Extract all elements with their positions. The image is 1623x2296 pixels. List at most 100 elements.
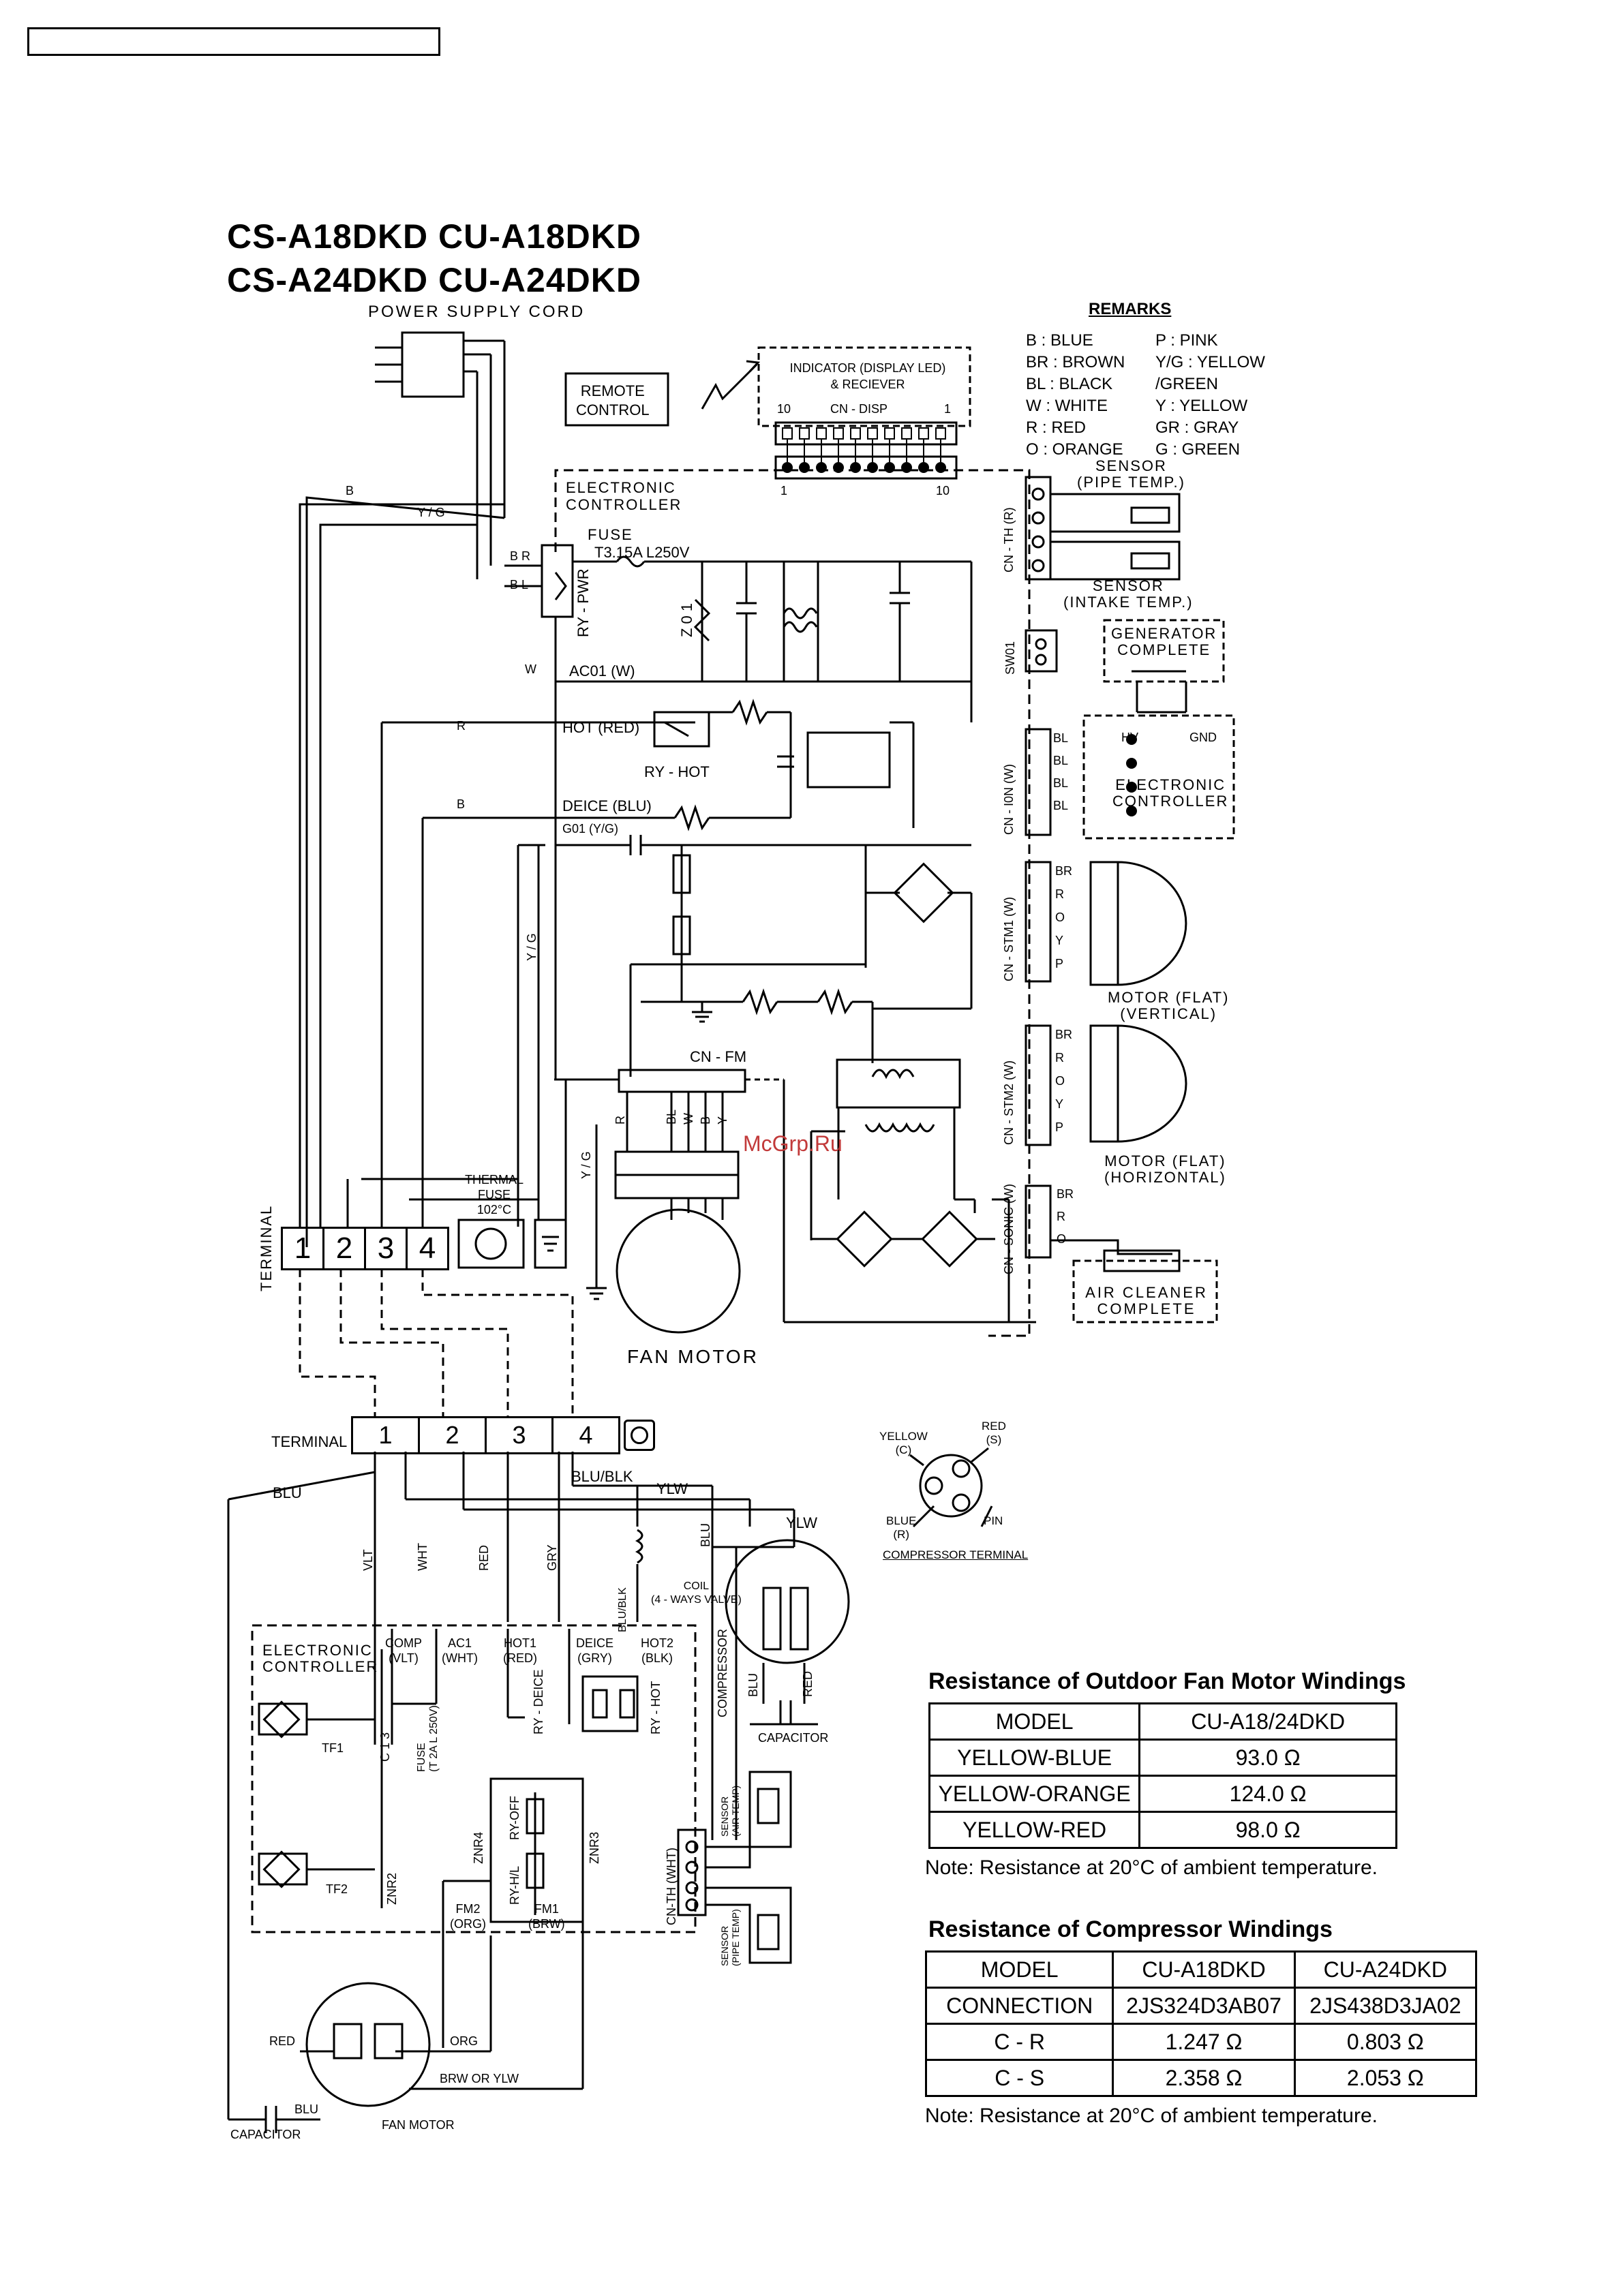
controller-line: CONTROLLER (566, 496, 682, 513)
tf2-label: TF2 (326, 1882, 348, 1896)
table-row: C - S 2.358 Ω 2.053 Ω (924, 2059, 1478, 2097)
outdoor-terminal-4: 4 (579, 1421, 593, 1449)
power-plug (401, 331, 465, 398)
sensor-pipe-line: (PIPE TEMP.) (1077, 474, 1185, 491)
remark-item: W : WHITE (1026, 397, 1108, 415)
fm1-line: (BRW) (528, 1917, 565, 1931)
deice-line: DEICE (576, 1636, 614, 1650)
outdoor-wire-blu: BLU (273, 1484, 302, 1501)
motor-horizontal-line: (HORIZONTAL) (1104, 1169, 1226, 1186)
compressor-wire-blu: BLU (746, 1672, 760, 1697)
table-cell: 124.0 Ω (1138, 1775, 1397, 1813)
remark-item: B : BLUE (1026, 331, 1093, 350)
compressor-wire-red: RED (801, 1670, 815, 1697)
cn-disp-pin-top (918, 427, 929, 440)
sonic-wire: O (1057, 1232, 1067, 1246)
fuse-label: FUSE (588, 526, 633, 543)
indicator-label: INDICATOR (DISPLAY LED) & RECIEVER (769, 360, 967, 393)
outdoor-terminal-label: TERMINAL (271, 1433, 348, 1450)
comp-line: (VLT) (389, 1651, 419, 1665)
z01-label: Z 0 1 (678, 602, 695, 637)
fm2-line: FM2 (455, 1902, 481, 1916)
table-cell: 2JS324D3AB07 (1112, 1987, 1296, 2025)
outdoor-wire-red: RED (477, 1544, 491, 1571)
outdoor-terminal-1: 1 (353, 1418, 420, 1452)
header-box (27, 27, 440, 56)
table-cell: YELLOW-RED (928, 1811, 1141, 1849)
table-row: YELLOW-RED 98.0 Ω (928, 1811, 1397, 1849)
outdoor-controller-label: ELECTRONIC CONTROLLER (262, 1642, 378, 1675)
outdoor-wire-ylw: YLW (656, 1480, 688, 1497)
table-cell: 93.0 Ω (1138, 1739, 1397, 1777)
compressor-capacitor-label: CAPACITOR (758, 1731, 829, 1745)
table-row: YELLOW-BLUE 93.0 Ω (928, 1739, 1397, 1777)
ry-deice-label: RY - DEICE (532, 1669, 545, 1734)
hot1-line: HOT1 (503, 1636, 536, 1650)
outdoor-terminal-2: 2 (420, 1418, 487, 1452)
ac1-line: (WHT) (442, 1651, 478, 1665)
remote-control-label: REMOTE CONTROL (576, 382, 650, 420)
remote-control-line: REMOTE (580, 382, 645, 399)
table-cell: CONNECTION (924, 1987, 1114, 2025)
g01-label: G01 (Y/G) (562, 822, 619, 836)
remark-item: Y/G : YELLOW (1155, 353, 1265, 371)
controller-outline (554, 469, 1031, 1337)
fan-resistance-table: MODEL CU-A18/24DKD YELLOW-BLUE 93.0 Ω YE… (928, 1702, 1397, 1849)
fan-table-note: Note: Resistance at 20°C of ambient temp… (925, 1856, 1378, 1879)
table-row: MODEL CU-A18/24DKD (928, 1702, 1397, 1741)
outdoor-fuse-line: (T 2A L 250V) (428, 1705, 440, 1772)
cn-disp-pin-bottom (850, 462, 861, 473)
compressor-label: COMPRESSOR (716, 1628, 729, 1717)
remark-item: P : PINK (1155, 331, 1218, 350)
table-cell: C - R (924, 2023, 1114, 2061)
remark-item: R : RED (1026, 418, 1087, 437)
cn-stm2-label: CN - STM2 (W) (1002, 1060, 1016, 1145)
deice-label: DEICE (BLU) (562, 797, 652, 814)
motor-vertical-line: MOTOR (FLAT) (1108, 989, 1230, 1006)
table-header-cell: CU-A18/24DKD (1138, 1702, 1397, 1741)
fuse-rating: T3.15A L250V (594, 544, 690, 561)
indicator-line: INDICATOR (DISPLAY LED) (789, 361, 946, 375)
outdoor-wire-wht: WHT (416, 1543, 429, 1571)
cn-disp-pin-top (850, 427, 861, 440)
ion-controller-line: CONTROLLER (1112, 793, 1229, 810)
fan-wire-red: RED (269, 2034, 296, 2048)
wire-label-yg: Y / G (417, 506, 445, 519)
cn-disp-lower (774, 455, 958, 480)
ion-wire: BL (1053, 776, 1069, 790)
remarks-title: REMARKS (1089, 300, 1172, 318)
controller-line: ELECTRONIC (566, 479, 676, 496)
stm1-wire: R (1055, 887, 1064, 901)
cn-disp-pin-bottom (935, 462, 946, 473)
indoor-terminal-1: 1 (283, 1229, 324, 1268)
outdoor-controller-line: ELECTRONIC (262, 1642, 373, 1659)
remark-item: GR : GRAY (1155, 418, 1239, 437)
sensor-intake-label: SENSOR (INTAKE TEMP.) (1063, 578, 1194, 611)
remote-control-box (564, 372, 669, 427)
ion-wire: BL (1053, 799, 1069, 812)
sensor-air-label: SENSOR (AIR TEMP) (719, 1786, 741, 1837)
cn-disp-pin-top (833, 427, 844, 440)
ry-off-label: RY-OFF (508, 1795, 521, 1840)
sensor-intake-line: (INTAKE TEMP.) (1063, 594, 1194, 611)
outdoor-wire-gry: GRY (545, 1544, 559, 1571)
cn-disp-pin-bottom (901, 462, 912, 473)
sonic-wire: BR (1057, 1187, 1074, 1201)
compressor-resistance-table: MODEL CU-A18DKD CU-A24DKD CONNECTION 2JS… (924, 1950, 1478, 2097)
fm1-label: FM1 (BRW) (528, 1901, 565, 1931)
fan-wire-blu: BLU (294, 2102, 319, 2116)
fan-table-title: Resistance of Outdoor Fan Motor Windings (928, 1668, 1406, 1694)
stm1-wire: P (1055, 957, 1064, 970)
sw01-label: SW01 (1003, 641, 1017, 675)
generator-line: GENERATOR (1111, 625, 1217, 642)
thermal-fuse-line: 102°C (476, 1203, 512, 1216)
znr4-label: ZNR4 (472, 1831, 485, 1864)
cn-disp-pin-top (782, 427, 793, 440)
cn-fm-label: CN - FM (690, 1048, 747, 1065)
indoor-terminal-label: TERMINAL (258, 1204, 275, 1291)
znr3-label: ZNR3 (588, 1831, 601, 1864)
comp-term-yellow: YELLOW (C) (879, 1430, 928, 1457)
electronic-controller-label: ELECTRONIC CONTROLLER (566, 479, 682, 513)
cn-disp-pin-top (799, 427, 810, 440)
outdoor-terminal-block: 1 2 3 4 (351, 1416, 620, 1454)
